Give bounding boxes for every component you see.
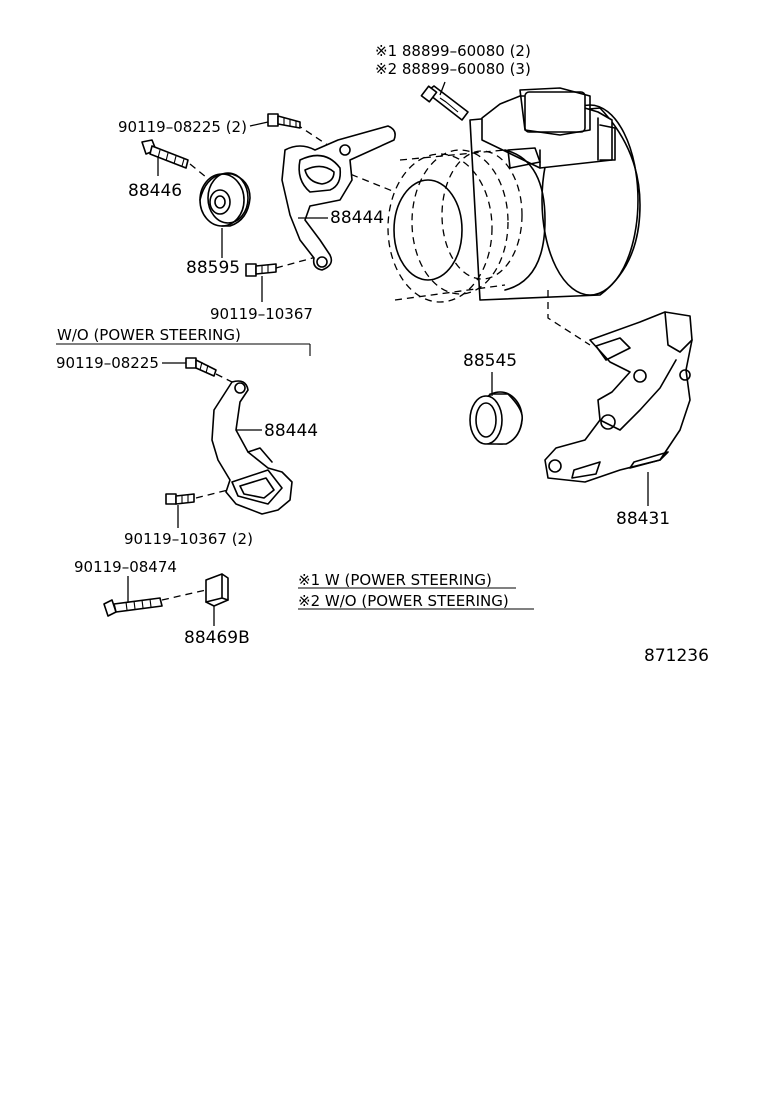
figure-number: 871236 <box>644 646 709 666</box>
callout-bolt-08225-top: 90119–08225 (2) <box>118 118 247 136</box>
callout-bracket-lower: 88444 <box>264 421 318 441</box>
callout-idler-pulley: 88595 <box>186 258 240 278</box>
callout-bearing: 88545 <box>463 351 517 371</box>
callout-bolt-10367-lower: 90119–10367 (2) <box>124 530 253 548</box>
note-1: ※1 W (POWER STEERING) <box>298 571 492 589</box>
callout-clip: 88469B <box>184 628 250 648</box>
bolt-10367-top <box>245 263 277 277</box>
callout-compressor-bracket: 88431 <box>616 509 670 529</box>
clip-drawing <box>205 573 229 607</box>
idler-pulley-drawing <box>199 172 251 227</box>
callout-bolt-08225-lower: 90119–08225 <box>56 354 159 372</box>
bearing-drawing <box>469 391 524 445</box>
callout-compressor-bolt-1: ※1 88899–60080 (2) <box>375 42 531 60</box>
note-2: ※2 W/O (POWER STEERING) <box>298 592 509 610</box>
callout-compressor-bolt-2: ※2 88899–60080 (3) <box>375 60 531 78</box>
callout-bracket-upper: 88444 <box>330 208 384 228</box>
compressor-bracket-drawing <box>544 311 693 483</box>
callout-idler-bolt: 88446 <box>128 181 182 201</box>
idler-bolt <box>141 139 189 169</box>
callout-bolt-08474: 90119–08474 <box>74 558 177 576</box>
compressor-drawing <box>387 87 641 346</box>
upper-bracket-drawing <box>281 125 396 271</box>
section-label: W/O (POWER STEERING) <box>57 326 241 344</box>
lower-bracket-drawing <box>211 380 293 515</box>
bolt-10367-lower <box>165 493 195 505</box>
callout-bolt-10367-top: 90119–10367 <box>210 305 313 323</box>
bolt-08474 <box>103 597 163 617</box>
compressor-bolt <box>420 85 469 121</box>
bolt-08225-lower <box>185 357 217 377</box>
bolt-08225-top <box>267 113 301 129</box>
